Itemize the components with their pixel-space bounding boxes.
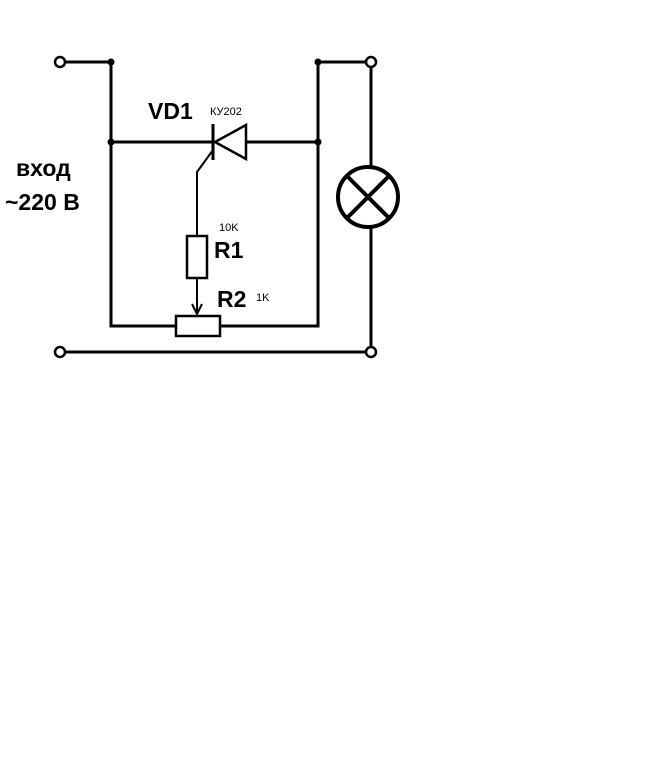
input-terminal-bottom bbox=[53, 345, 67, 359]
load-terminal-bottom bbox=[364, 345, 378, 359]
junction-dot bbox=[314, 58, 322, 66]
r2-value-label: 1K bbox=[256, 292, 270, 304]
resistor-r1 bbox=[185, 234, 209, 280]
junction-dot bbox=[107, 138, 115, 146]
thyristor-symbol bbox=[211, 122, 248, 162]
thyristor-triangle bbox=[212, 122, 248, 162]
r1-value-label: 10K bbox=[219, 222, 239, 234]
vd1-part-label: КУ202 bbox=[210, 106, 242, 118]
load-terminal-top bbox=[364, 55, 378, 69]
lamp-symbol bbox=[336, 165, 400, 229]
terminals bbox=[53, 55, 378, 359]
r1-label: R1 bbox=[214, 237, 244, 263]
junctions bbox=[107, 58, 322, 146]
potentiometer-r2 bbox=[174, 314, 222, 338]
vd1-label: VD1 bbox=[148, 98, 193, 124]
input-terminal-top bbox=[53, 55, 67, 69]
wire-left-rail bbox=[61, 60, 178, 328]
junction-dot bbox=[314, 138, 322, 146]
lamp-cross bbox=[345, 174, 391, 220]
r2-label: R2 bbox=[217, 286, 246, 312]
junction-dot bbox=[107, 58, 115, 66]
wires bbox=[61, 60, 373, 354]
wire-right-rail bbox=[218, 60, 373, 328]
wiper-arrow bbox=[191, 303, 203, 317]
input-label: вход bbox=[16, 155, 71, 181]
input-voltage-label: ~220 В bbox=[5, 189, 80, 215]
wire-gate bbox=[196, 149, 214, 236]
